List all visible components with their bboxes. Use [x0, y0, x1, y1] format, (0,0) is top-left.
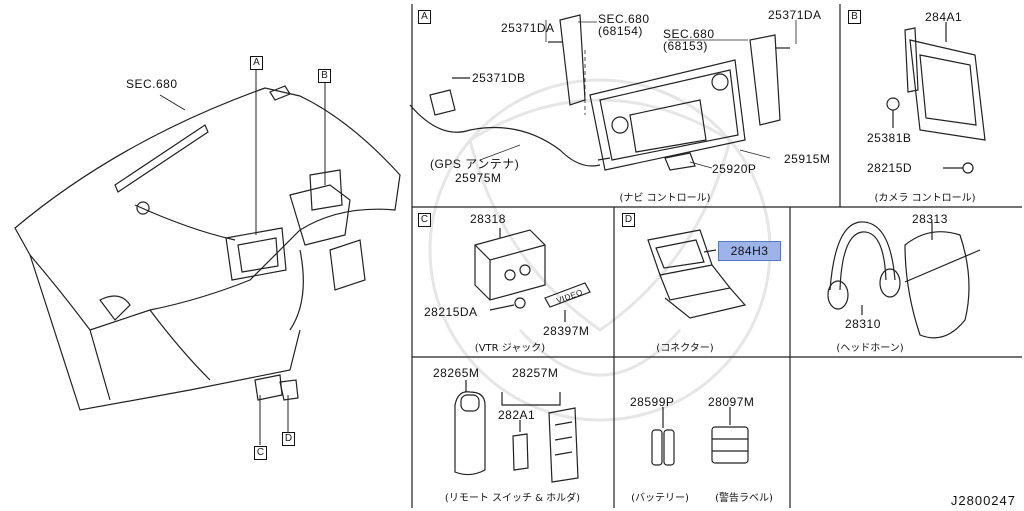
remote-illustration	[454, 380, 579, 483]
dashboard-illustration	[14, 85, 401, 411]
overview-leader-lines	[159, 70, 326, 445]
panel-c-letter: C	[418, 213, 431, 227]
sec-68153-line2: (68153)	[663, 39, 708, 53]
part-25975M: 25975M	[455, 171, 502, 185]
panel-a-letter: A	[418, 10, 431, 24]
overview-callout-d: D	[282, 432, 295, 446]
panel-grid	[411, 4, 1022, 508]
part-284A1: 284A1	[925, 10, 963, 24]
overview-callout-a: A	[250, 56, 263, 70]
part-284H3-label: 284H3	[730, 244, 769, 258]
panel-a-leaders	[479, 20, 797, 169]
nav-unit-illustration	[409, 14, 790, 171]
overview-callout-c: C	[254, 446, 267, 460]
part-28215DA: 28215DA	[424, 305, 478, 319]
panel-c-caption: (VTR ジャック)	[474, 343, 546, 354]
part-25915M: 25915M	[784, 152, 831, 166]
battery-illustration	[651, 407, 749, 466]
overview-sec-label: SEC.680	[126, 77, 178, 91]
part-25371DA-left: 25371DA	[501, 21, 555, 35]
panel-d-letter: D	[622, 213, 635, 227]
panel-a-caption: (ナビ コントロール)	[619, 193, 711, 204]
sec-68154-line2: (68154)	[598, 24, 643, 38]
vtr-jack-illustration	[474, 228, 591, 322]
panel-headphone-caption: (ヘッドホーン)	[836, 343, 904, 354]
sec-68153-line1: SEC.680	[663, 27, 715, 41]
sec-68154-line1: SEC.680	[598, 12, 650, 26]
battery-caption: (バッテリー)	[631, 493, 689, 504]
panel-d-caption: (コネクター)	[656, 343, 714, 354]
part-282A1: 282A1	[498, 408, 536, 422]
highlighted-part-284H3[interactable]: 284H3	[718, 241, 781, 261]
part-28097M: 28097M	[708, 395, 755, 409]
warning-label-caption: (警告ラベル)	[715, 493, 773, 504]
panel-b-letter: B	[848, 10, 861, 24]
part-28265M: 28265M	[433, 366, 480, 380]
part-25371DB: 25371DB	[472, 71, 526, 85]
part-28599P: 28599P	[630, 395, 675, 409]
panel-remote-caption: (リモート スイッチ & ホルダ)	[444, 493, 581, 504]
part-25920P: 25920P	[712, 162, 757, 176]
part-28313: 28313	[912, 212, 948, 226]
part-28397M: 28397M	[543, 324, 590, 338]
headphone-illustration	[827, 221, 981, 339]
connector-illustration	[647, 229, 747, 319]
diagram-code: J2800247	[950, 493, 1016, 508]
panel-b-caption: (カメラ コントロール)	[874, 193, 976, 204]
gps-antenna-caption: (GPS アンテナ)	[430, 157, 520, 171]
part-28310: 28310	[845, 317, 881, 331]
camera-control-illustration	[886, 22, 986, 174]
part-28215D: 28215D	[867, 161, 913, 175]
part-28257M: 28257M	[512, 366, 559, 380]
overview-callout-b: B	[318, 69, 331, 83]
part-25381B: 25381B	[867, 131, 912, 145]
part-28318: 28318	[470, 212, 506, 226]
part-25371DA-right: 25371DA	[768, 8, 822, 22]
